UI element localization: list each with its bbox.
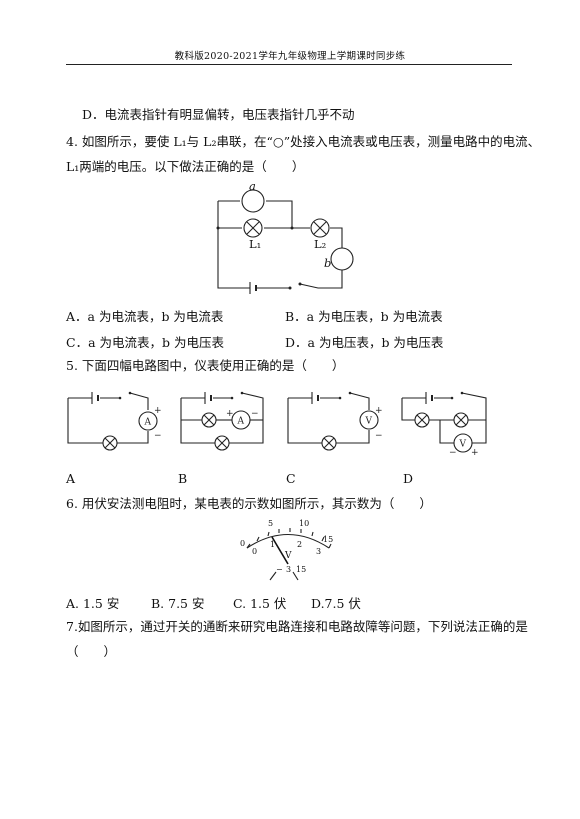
q4-stem-line1: 4. 如图所示，要使 L₁与 L₂串联，在“○”处接入电流表或电压表，测量电路中…: [66, 134, 541, 149]
svg-text:−: −: [251, 409, 259, 419]
q5-label-d: D: [403, 471, 414, 486]
svg-text:+: +: [375, 406, 383, 416]
svg-text:+: +: [471, 448, 479, 458]
header-divider: [66, 64, 512, 65]
q4-option-d: D．a 为电压表，b 为电压表: [285, 335, 444, 350]
q6-inner-tick-0: 0: [252, 547, 258, 556]
q5-diagram-c: V + −: [287, 391, 383, 451]
q5-diagram-a: A + −: [67, 391, 162, 451]
q6-stem: 6. 用伏安法测电阻时，某电表的示数如图所示，其示数为（ ）: [66, 496, 432, 511]
lamp-l2: [310, 218, 330, 238]
q5-stem: 5. 下面四幅电路图中，仪表使用正确的是（ ）: [66, 358, 345, 373]
page-header: 教科版2020-2021学年九年级物理上学期课时同步练: [174, 51, 406, 62]
q6-unit: V: [285, 551, 292, 561]
q4-option-b: B．a 为电压表，b 为电流表: [285, 309, 443, 324]
q4-stem-line2: L₁两端的电压。以下做法正确的是（ ）: [66, 159, 305, 174]
q5-label-c: C: [286, 471, 296, 486]
q4-label-l1: L₁: [249, 237, 262, 251]
q6-outer-tick-15: 15: [323, 535, 334, 544]
meter-a: [241, 189, 265, 213]
q6-inner-tick-3: 3: [316, 547, 322, 556]
q6-terminal-3: 3: [286, 565, 292, 574]
q6-outer-tick-0: 0: [240, 539, 246, 548]
q6-outer-tick-10: 10: [299, 519, 310, 528]
q5-diagram-b: A + −: [180, 391, 264, 451]
q6-inner-tick-2: 2: [297, 540, 303, 549]
q4-label-a: a: [249, 179, 256, 193]
q6-option-d: D.7.5 伏: [311, 596, 361, 611]
svg-text:V: V: [365, 417, 373, 427]
meter-b: [330, 247, 354, 271]
q6-inner-tick-1: 1: [270, 540, 276, 549]
q6-option-b: B. 7.5 安: [151, 596, 205, 611]
q4-label-l2: L₂: [314, 237, 327, 251]
svg-text:+: +: [226, 409, 234, 419]
q7-stem-line1: 7.如图所示，通过开关的通断来研究电路连接和电路故障等问题，下列说法正确的是: [66, 619, 528, 634]
svg-text:+: +: [154, 406, 162, 416]
q3-option-d: D．电流表指针有明显偏转，电压表指针几乎不动: [82, 107, 355, 122]
q6-terminal-minus: −: [276, 565, 283, 574]
lamp-l1: [243, 218, 263, 238]
svg-text:−: −: [375, 431, 383, 441]
q6-terminal-15: 15: [296, 565, 307, 574]
q6-option-a: A. 1.5 安: [66, 596, 120, 611]
svg-text:V: V: [459, 440, 467, 450]
q4-option-c: C．a 为电流表，b 为电压表: [66, 335, 224, 350]
svg-text:−: −: [154, 431, 162, 441]
q6-outer-tick-5: 5: [268, 519, 274, 528]
svg-text:−: −: [449, 448, 457, 458]
q5-label-a: A: [66, 471, 76, 486]
svg-text:A: A: [144, 418, 152, 428]
q5-label-b: B: [178, 471, 188, 486]
q7-stem-line2: （ ）: [66, 644, 117, 659]
svg-text:A: A: [237, 417, 245, 427]
q6-option-c: C. 1.5 伏: [233, 596, 287, 611]
q4-option-a: A．a 为电流表，b 为电流表: [66, 309, 224, 324]
q5-diagram-d: V − +: [401, 391, 487, 458]
q4-label-b: b: [324, 256, 332, 270]
